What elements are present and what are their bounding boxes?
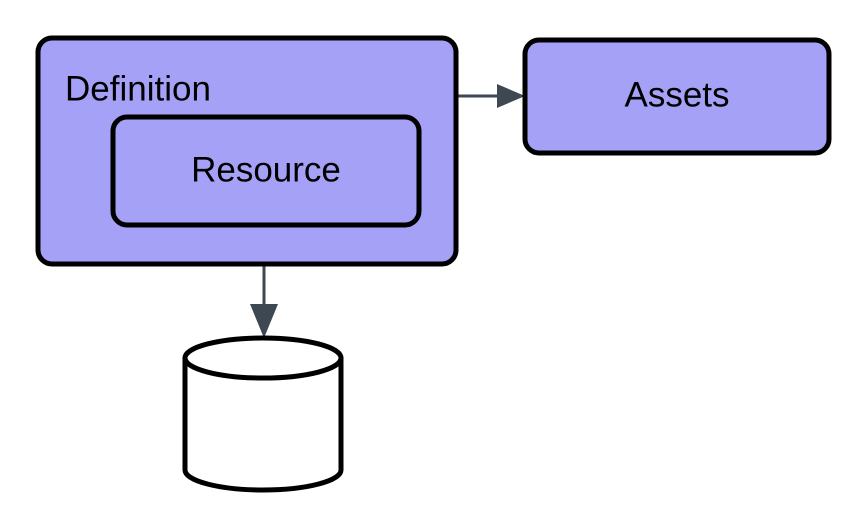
node-resource-label: Resource: [191, 150, 341, 189]
node-datastore-top-ellipse[interactable]: [182, 335, 344, 381]
node-assets-label: Assets: [624, 75, 729, 114]
edge-definition-to-assets: [456, 84, 525, 108]
node-resource-shape[interactable]: [110, 114, 422, 228]
node-assets-shape[interactable]: [522, 37, 832, 156]
node-definition-label: Definition: [65, 69, 211, 108]
node-datastore[interactable]: [182, 335, 344, 493]
node-resource[interactable]: Resource: [110, 114, 422, 228]
node-assets[interactable]: Assets: [522, 37, 832, 156]
edge-resource-to-datastore-arrowhead: [250, 304, 278, 338]
edge-definition-to-assets-arrowhead: [497, 84, 525, 108]
node-datastore-body[interactable]: [182, 355, 344, 493]
